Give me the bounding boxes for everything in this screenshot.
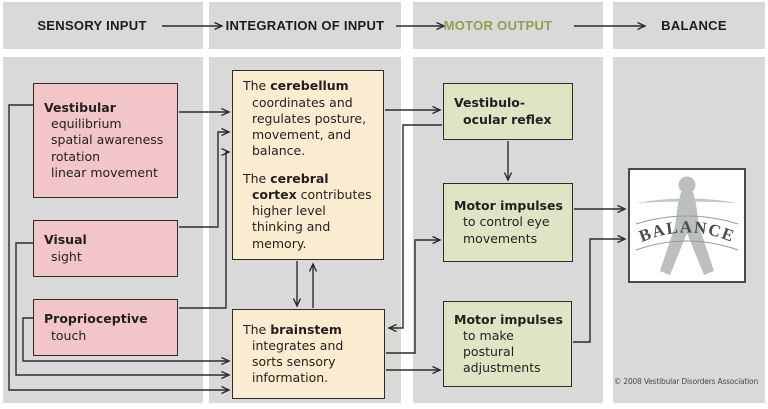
figure-body xyxy=(660,192,714,275)
brainstem-box: The brainstem integrates and sorts senso… xyxy=(232,309,385,399)
balance-word: BALANCE xyxy=(636,217,736,246)
vestibular-line: linear movement xyxy=(51,164,158,180)
vestibular-line: equilibrium xyxy=(51,116,122,132)
proprioceptive-box: Proprioceptive touch xyxy=(33,299,178,356)
cerebral-cortex-paragraph: The cerebral cortex contributes higher l… xyxy=(243,170,372,251)
vestibular-line: spatial awareness xyxy=(51,132,164,148)
visual-box: Visual sight xyxy=(33,220,178,277)
cerebellum-paragraph: The cerebellum coordinates and regulates… xyxy=(243,78,367,159)
vestibular-line: rotation xyxy=(51,148,101,164)
copyright-text: © 2008 Vestibular Disorders Association xyxy=(613,377,758,386)
header-motor-output: MOTOR OUTPUT xyxy=(443,18,553,33)
visual-title: Visual xyxy=(44,232,87,248)
balance-figure-icon: BALANCE xyxy=(635,176,739,275)
proprioceptive-line: touch xyxy=(51,327,87,343)
eye-motor-impulses-box: Motor impulses to control eye movements xyxy=(443,183,573,262)
visual-line: sight xyxy=(51,248,82,264)
vestibular-title: Vestibular xyxy=(44,99,116,115)
figure-head xyxy=(678,176,696,194)
header-integration-of-input: INTEGRATION OF INPUT xyxy=(225,18,385,33)
vor-label: Vestibulo-ocular reflex xyxy=(454,95,552,127)
eye-motor-impulses-label: Motor impulses to control eye movements xyxy=(454,198,563,246)
balance-image-box: BALANCE xyxy=(628,168,746,283)
band-header-integration xyxy=(209,2,401,49)
postural-motor-impulses-label: Motor impulses to make postural adjustme… xyxy=(454,311,563,376)
vestibular-box: Vestibular equilibrium spatial awareness… xyxy=(33,83,178,198)
cerebellum-box: The cerebellum coordinates and regulates… xyxy=(232,70,384,260)
header-balance: BALANCE xyxy=(661,18,727,33)
svg-text:BALANCE: BALANCE xyxy=(636,217,738,246)
vestibulo-ocular-reflex-box: Vestibulo-ocular reflex xyxy=(443,83,573,140)
brainstem-paragraph: The brainstem integrates and sorts senso… xyxy=(243,321,344,386)
proprioceptive-title: Proprioceptive xyxy=(44,311,148,327)
header-sensory-input: SENSORY INPUT xyxy=(37,18,147,33)
upper-arc xyxy=(635,215,739,225)
postural-motor-impulses-box: Motor impulses to make postural adjustme… xyxy=(443,301,572,387)
lower-arc xyxy=(635,240,739,251)
